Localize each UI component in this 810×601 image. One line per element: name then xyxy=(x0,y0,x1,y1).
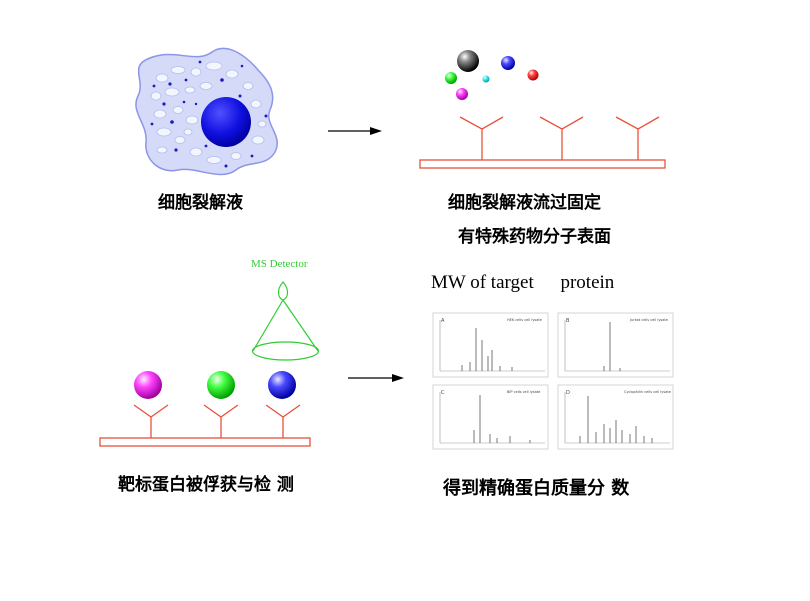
chart-title-mw: MW of target protein xyxy=(431,272,614,294)
substrate-bar xyxy=(419,159,666,169)
antibody xyxy=(539,116,584,160)
panel-caption-b: Jurkat cells cell lysate xyxy=(629,318,668,322)
spectrum-panel-d xyxy=(557,384,674,450)
arrow-lysate-to-flow xyxy=(328,127,382,135)
chart-title-part1: MW of target xyxy=(431,272,534,293)
substrate-bar xyxy=(99,437,311,447)
molecule-magenta xyxy=(456,88,468,100)
molecule-red xyxy=(527,69,539,81)
antibody xyxy=(459,116,504,160)
spectrum-panel-c xyxy=(432,384,549,450)
antibody xyxy=(133,404,169,438)
label-result: 得到精确蛋白质量分 数 xyxy=(443,478,630,499)
spectrum-panel-a xyxy=(432,312,549,378)
target-protein-blue xyxy=(268,371,296,399)
antibody xyxy=(203,404,239,438)
molecule-cyan xyxy=(482,75,490,83)
target-protein-magenta xyxy=(134,371,162,399)
spectrum-panel-b xyxy=(557,312,674,378)
arrow-capture-to-result xyxy=(348,374,404,382)
label-flow-line1: 细胞裂解液流过固定 xyxy=(448,193,601,213)
captured-targets xyxy=(134,371,296,399)
panel-caption-c: BIP cells cell lysate xyxy=(507,390,540,394)
cell-illustration xyxy=(135,47,278,176)
label-flow-line2: 有特殊药物分子表面 xyxy=(458,227,611,247)
cell-nucleus xyxy=(201,97,251,147)
molecule-blue xyxy=(501,56,515,70)
molecule-black xyxy=(457,50,479,72)
cell-granules xyxy=(150,60,268,168)
panel-letter-a: A xyxy=(441,318,445,324)
panel-letter-b: B xyxy=(566,318,570,324)
cell-vesicles xyxy=(150,61,267,164)
drug-surface-top xyxy=(419,116,666,169)
ms-detector-icon xyxy=(251,281,320,361)
label-captured: 靶标蛋白被俘获与检 测 xyxy=(118,475,294,495)
chart-title-part2: protein xyxy=(560,272,615,293)
panel-caption-a: HEK cells cell lysate xyxy=(507,318,542,322)
label-cell-lysate: 细胞裂解液 xyxy=(158,193,243,213)
panel-letter-c: C xyxy=(441,390,445,396)
spectra-figure: A HEK cells cell lysate B Jurkat cells c… xyxy=(432,312,674,450)
antibody xyxy=(615,116,660,160)
drug-surface-bottom xyxy=(99,404,311,447)
lysate-molecules xyxy=(445,50,539,100)
panel-letter-d: D xyxy=(566,390,570,396)
panel-caption-d: Cyclophilin cells cell lysate xyxy=(624,390,671,394)
label-ms-detector: MS Detector xyxy=(251,258,308,270)
antibody xyxy=(265,404,301,438)
target-protein-green xyxy=(207,371,235,399)
molecule-green xyxy=(445,72,457,84)
